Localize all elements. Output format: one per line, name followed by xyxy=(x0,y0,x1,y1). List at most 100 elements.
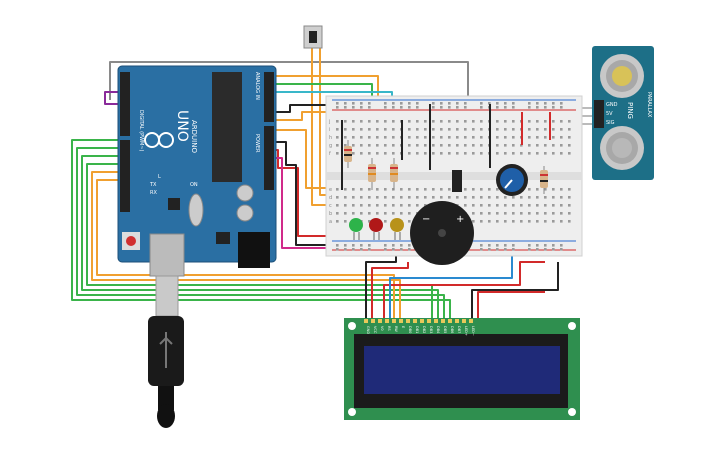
breadboard-hole xyxy=(480,188,483,191)
usb-cable-end xyxy=(157,404,175,428)
breadboard-hole xyxy=(536,152,539,155)
small-chip xyxy=(168,198,180,210)
breadboard-row-letter: c xyxy=(329,203,332,209)
breadboard-rail-hole xyxy=(504,106,507,109)
breadboard-rail-hole xyxy=(528,106,531,109)
breadboard-rail-hole xyxy=(416,102,419,105)
pushbutton-cap xyxy=(309,31,317,43)
breadboard-hole xyxy=(360,196,363,199)
lcd-pin xyxy=(413,319,417,323)
wire-green-d2 xyxy=(71,139,451,320)
lcd-pin-label: DB1 xyxy=(415,326,419,333)
breadboard-rail-hole xyxy=(336,248,339,251)
usb-icon xyxy=(159,332,173,368)
breadboard-hole xyxy=(544,120,547,123)
breadboard-hole xyxy=(368,188,371,191)
breadboard-hole xyxy=(456,144,459,147)
breadboard-rail-hole xyxy=(552,248,555,251)
lcd-pin xyxy=(399,319,403,323)
breadboard-hole xyxy=(384,204,387,207)
breadboard-row-letter: f xyxy=(329,151,331,157)
lcd-pin-label: E xyxy=(401,326,405,328)
breadboard-hole xyxy=(480,152,483,155)
breadboard-hole xyxy=(392,204,395,207)
breadboard-hole xyxy=(504,120,507,123)
breadboard-rail-hole xyxy=(448,106,451,109)
breadboard-rail-hole xyxy=(544,248,547,251)
reset-button[interactable] xyxy=(126,236,136,246)
potentiometer[interactable] xyxy=(496,164,528,196)
lcd-pin xyxy=(455,319,459,323)
breadboard-rail-hole xyxy=(336,102,339,105)
lcd-pin xyxy=(441,319,445,323)
breadboard-rail-hole xyxy=(352,102,355,105)
breadboard-hole xyxy=(408,196,411,199)
breadboard-rail-hole xyxy=(392,244,395,247)
breadboard-hole xyxy=(376,204,379,207)
breadboard-hole xyxy=(344,144,347,147)
breadboard-hole xyxy=(568,196,571,199)
breadboard-rail-hole xyxy=(456,102,459,105)
resistor-3 xyxy=(390,158,398,190)
breadboard-hole xyxy=(408,188,411,191)
breadboard-hole xyxy=(400,212,403,215)
breadboard-hole xyxy=(480,220,483,223)
breadboard-hole xyxy=(368,128,371,131)
breadboard-hole xyxy=(352,128,355,131)
breadboard-hole xyxy=(416,120,419,123)
breadboard-hole xyxy=(520,204,523,207)
breadboard-hole xyxy=(376,188,379,191)
breadboard-hole xyxy=(440,120,443,123)
breadboard-hole xyxy=(424,144,427,147)
breadboard-hole xyxy=(496,128,499,131)
breadboard-hole xyxy=(344,220,347,223)
breadboard-hole xyxy=(344,120,347,123)
arduino-uno[interactable]: UNO ARDUINO DIGITAL (PWM~) ANALOG IN POW… xyxy=(117,65,277,277)
breadboard-rail-hole xyxy=(528,244,531,247)
slide-switch[interactable] xyxy=(452,170,462,192)
breadboard-hole xyxy=(568,188,571,191)
breadboard-hole xyxy=(400,204,403,207)
breadboard-rail-hole xyxy=(336,106,339,109)
breadboard-rail-hole xyxy=(544,102,547,105)
breadboard-rail-hole xyxy=(528,102,531,105)
breadboard-rail-hole xyxy=(496,248,499,251)
breadboard-hole xyxy=(344,212,347,215)
breadboard-hole xyxy=(552,204,555,207)
breadboard-rail-hole xyxy=(448,102,451,105)
breadboard-rail-hole xyxy=(544,106,547,109)
lcd-pin xyxy=(392,319,396,323)
buzzer-minus-label: − xyxy=(422,214,430,225)
breadboard-hole xyxy=(544,220,547,223)
breadboard-rail-hole xyxy=(360,106,363,109)
breadboard-hole xyxy=(528,204,531,207)
breadboard-hole xyxy=(408,204,411,207)
breadboard-hole xyxy=(504,220,507,223)
pushbutton[interactable] xyxy=(303,25,323,49)
breadboard-rail-hole xyxy=(368,106,371,109)
breadboard-hole xyxy=(528,136,531,139)
wire-green-d3 xyxy=(76,147,445,320)
breadboard-rail-hole xyxy=(488,102,491,105)
breadboard-hole xyxy=(512,120,515,123)
breadboard-hole xyxy=(416,204,419,207)
breadboard-rail-hole xyxy=(560,248,563,251)
breadboard-hole xyxy=(472,152,475,155)
potentiometer-indicator xyxy=(504,179,513,189)
breadboard-hole xyxy=(528,144,531,147)
breadboard-hole xyxy=(424,188,427,191)
breadboard-hole xyxy=(472,196,475,199)
breadboard-rail-hole xyxy=(344,244,347,247)
breadboard-hole xyxy=(496,188,499,191)
breadboard-rail-hole xyxy=(384,248,387,251)
buzzer-plus-label: + xyxy=(456,214,464,225)
on-label: ON xyxy=(190,182,198,188)
breadboard-rail-hole xyxy=(432,106,435,109)
breadboard-rail-hole xyxy=(504,102,507,105)
breadboard-rail-hole xyxy=(536,248,539,251)
breadboard-hole xyxy=(360,204,363,207)
breadboard-hole xyxy=(352,196,355,199)
breadboard-rail-hole xyxy=(512,244,515,247)
breadboard-rail-hole xyxy=(368,244,371,247)
